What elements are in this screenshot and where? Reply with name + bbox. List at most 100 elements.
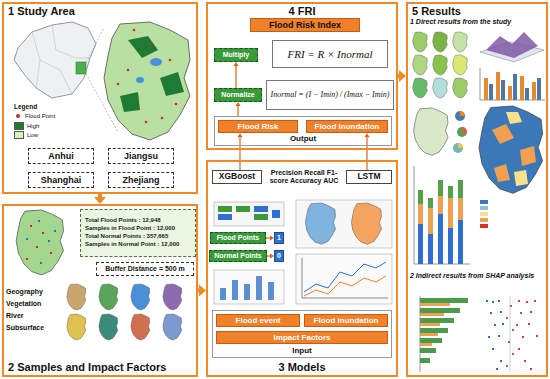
beeswarm-dots [486,300,504,370]
arrowhead [364,133,369,137]
connector [235,102,240,116]
legend-swatch [14,122,24,130]
result-map [413,78,428,98]
sample-map [16,210,63,275]
result-map [453,32,468,52]
shap-bars [420,303,450,346]
bars [220,276,274,300]
group-heading: 1 Study Area [8,5,75,18]
formula-box: Inormal = (I − Imin) / (Imax − Imin) [266,80,395,110]
operation-box: Multiply [214,48,258,62]
connector-line [398,74,399,78]
connector-line [237,106,238,116]
inundation-map [305,203,335,244]
legend-symbol [14,113,25,119]
box-text: Multiply [223,51,249,59]
input-box: Flood event [216,314,300,327]
box-text: FRI = R × Inormal [287,48,372,61]
sample-cells [218,206,280,220]
box-text: 1 [277,234,281,242]
legend-entry: High [14,122,39,130]
legend-title: Legend [14,103,64,111]
connector [237,133,242,170]
sample-image [214,202,284,226]
result-map [413,55,428,75]
factor-name: River [6,312,61,320]
factor-name: Geography [6,288,61,296]
group-heading: 4 FRI [289,5,316,18]
beeswarm-axis [510,296,511,372]
flood-point-symbol [16,114,20,118]
label-value-box: 0 [274,250,284,262]
output-box: Flood Inundation [306,120,388,133]
class-box: Flood Points [210,232,266,244]
flood-points [117,29,178,124]
factor-name: Vegetation [6,300,61,308]
arrowhead [94,197,106,204]
factor-map [131,284,150,310]
risk-patches [492,124,536,182]
result-map [453,78,468,98]
panel: 4 FRIFlood Risk IndexFRI = R × InormalMu… [206,2,398,150]
box-text: Total Flood Points : 12,948 [85,217,161,225]
box-text: Flood Inundation [315,122,380,131]
region-box: Shanghai [28,172,94,188]
box-text: Samples in Flood Point : 12,000 [85,225,175,233]
model-box: LSTM [346,170,392,184]
label-value-box: 1 [274,232,284,244]
arrowhead [199,285,206,297]
arrowhead [233,62,238,66]
section-title: 1 Direct results from the study [410,18,546,26]
connector-line [267,255,270,256]
result-map [433,78,448,98]
risk-result-map [479,106,543,193]
box-text: Normal Points [214,252,261,260]
group-heading: Output [290,135,316,144]
buffer-box: Buffer Distance = 500 m [96,262,194,276]
group-heading: Input [292,347,312,356]
shap-bars [420,298,468,363]
flood-samples [26,225,52,260]
result-map [433,32,448,52]
box-text: Precision Recall F1-score Accuracy AUC [269,169,339,185]
box-text: XGBoost [219,172,255,182]
group-heading: 5 Results [412,5,461,18]
box-text: Buffer Distance = 500 m [105,265,185,273]
stacked-bars [418,196,463,234]
factor-map [163,284,182,310]
connector [94,194,106,204]
result-map [413,32,428,52]
box-text: Normalize [221,91,254,99]
panel: 3 Models XGBoost LSTM Precision Recall F1-s… [206,160,398,377]
connector-line [198,289,199,293]
group-heading: 3 Models [278,361,325,374]
group-heading: 2 Samples and Impact Factors [8,361,166,374]
china-map [14,22,96,98]
box-text: 0 [277,252,281,260]
input-box: Impact Factors [216,331,388,344]
region-box: Jiangsu [108,148,174,164]
box-text: Flood Inundation [314,316,379,325]
box-text: Zhejiang [122,175,159,185]
pie-map [414,108,448,155]
region-box: Zhejiang [108,172,174,188]
legend-swatch-image [480,224,488,228]
legend-swatch-image [480,218,488,222]
pie-slice [458,143,463,148]
stacked-chart-axes [414,166,470,264]
box-text: Jiangsu [124,151,158,161]
stacked-bars [418,214,463,264]
beeswarm-dots [506,305,514,367]
legend-text: Low [27,132,38,138]
pie-slice [460,111,465,116]
factor-map [67,314,86,340]
factor-map [99,314,118,340]
input-frame: Input Flood event Flood InundationImpact F… [212,310,392,358]
output-frame: Output Flood Risk Flood Inundation [214,116,392,146]
output-box: Flood Risk [218,120,298,133]
pie [457,127,467,137]
connector [266,235,274,240]
connector-line [235,66,236,88]
box-text: Flood event [236,316,281,325]
factor-map [131,314,150,340]
